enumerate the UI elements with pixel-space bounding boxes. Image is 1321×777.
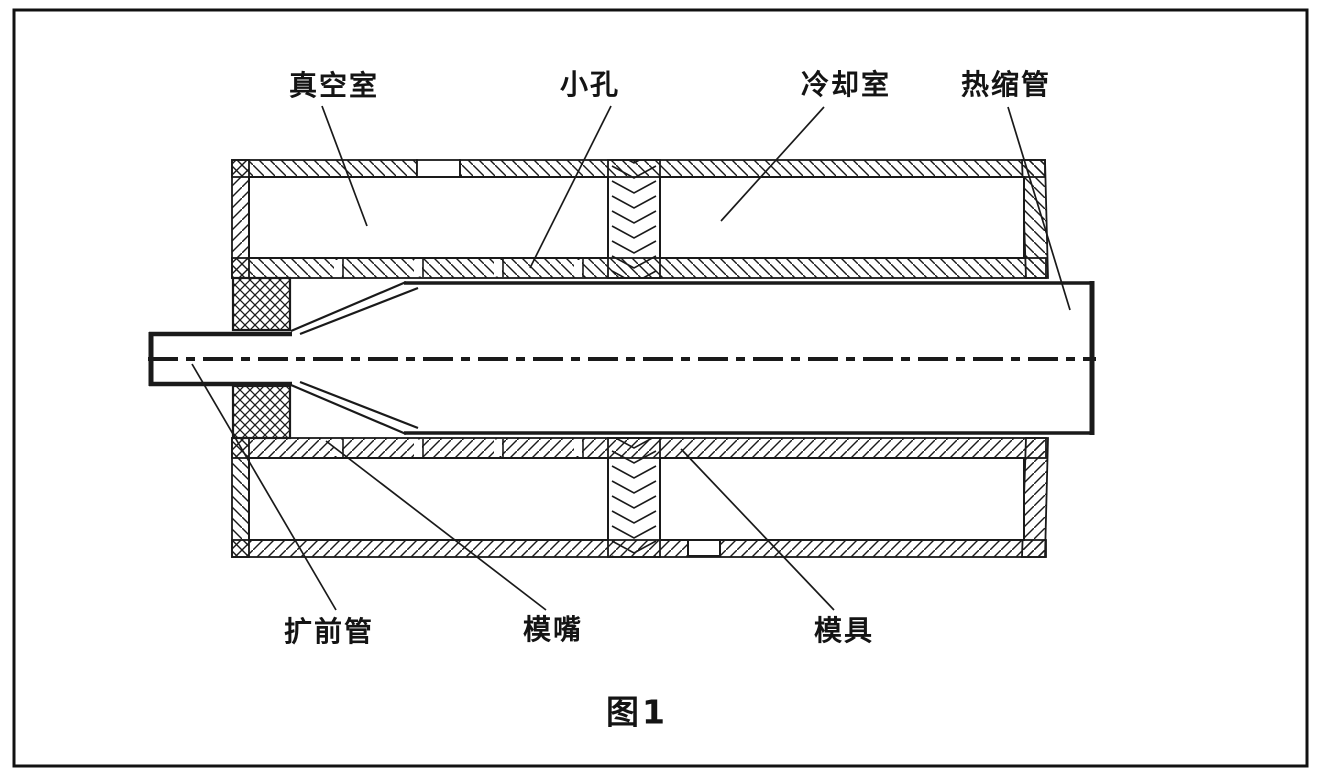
- die-block-top: [231, 276, 292, 332]
- leader-lines: [191, 105, 1071, 611]
- leader-cooling-chamber: [720, 106, 825, 222]
- cone-bottom-inner: [299, 380, 419, 430]
- cooling-chamber-cavity: [659, 176, 1025, 259]
- top-outer-wall-left: [231, 159, 418, 178]
- label-vacuum-chamber: 真空室: [288, 69, 380, 102]
- label-mold: 模具: [813, 614, 875, 647]
- cone-top-inner: [299, 286, 419, 336]
- label-heat-shrink-tube: 热缩管: [960, 68, 1052, 101]
- leader-heat-shrink-tube: [1007, 106, 1071, 311]
- leader-small-hole: [529, 105, 612, 269]
- figure-border: [12, 8, 1309, 768]
- bottom-divider-wall: [607, 437, 661, 558]
- top-outer-wall-right: [459, 159, 1046, 178]
- label-die-nozzle: 模嘴: [522, 613, 584, 646]
- bottom-small-holes: [334, 439, 584, 457]
- leader-vacuum-chamber: [321, 105, 368, 227]
- top-shell: [231, 159, 1049, 279]
- leader-expander-tube: [191, 363, 337, 611]
- top-inner-perforated-wall: [231, 257, 1047, 279]
- top-small-holes: [334, 259, 584, 277]
- cone-bottom-outer: [290, 383, 407, 436]
- bottom-cooling-cavity: [659, 457, 1025, 541]
- tube-profile: [148, 280, 1096, 436]
- cone-top-outer: [290, 280, 407, 333]
- bottom-shell: [231, 437, 1049, 558]
- label-small-hole: 小孔: [559, 68, 621, 101]
- vacuum-chamber-cavity: [248, 176, 609, 259]
- label-expander-tube: 扩前管: [283, 615, 375, 648]
- leader-die-nozzle: [325, 440, 547, 611]
- figure-caption: 图1: [606, 692, 668, 732]
- label-cooling-chamber: 冷却室: [800, 68, 892, 101]
- leader-mold: [680, 448, 835, 611]
- top-outer-wall-gap: [416, 159, 461, 178]
- bottom-right-wall: [1021, 437, 1049, 558]
- bottom-wall-notch: [687, 538, 721, 557]
- die-block-bottom: [231, 384, 292, 440]
- bottom-vacuum-cavity: [248, 457, 609, 541]
